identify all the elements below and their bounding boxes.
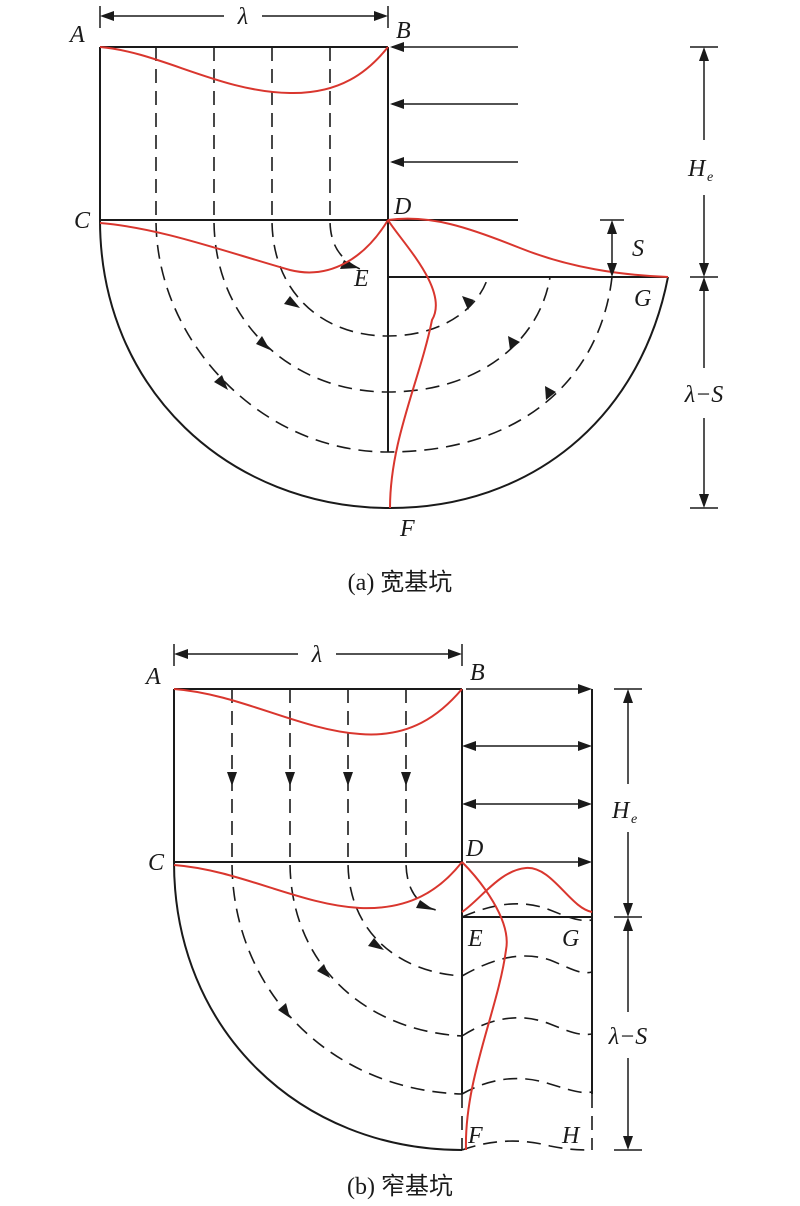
pit-outline-b <box>173 688 593 1151</box>
point-c-b: C <box>148 850 165 876</box>
he-label-a: H <box>687 156 707 182</box>
caption-b: (b) 窄基坑 <box>347 1173 453 1200</box>
dim-s-a: S <box>600 219 644 277</box>
point-e-a: E <box>353 266 369 292</box>
point-f-b: F <box>467 1123 483 1149</box>
lambda-s-label-a: λ−S <box>684 382 724 408</box>
point-d-a: D <box>393 194 411 220</box>
lambda-s-label-b: λ−S <box>608 1024 648 1050</box>
dim-lambda-a: λ <box>99 4 389 30</box>
dim-lambda-b: λ <box>173 642 463 668</box>
s-label-a: S <box>632 236 644 262</box>
point-a-a: A <box>68 22 85 48</box>
point-d-b: D <box>465 836 483 862</box>
point-b-b: B <box>470 660 485 686</box>
point-e-b: E <box>467 926 483 952</box>
point-h-b: H <box>561 1123 581 1149</box>
lambda-label-a: λ <box>237 4 248 30</box>
lateral-arrows-a <box>390 42 518 167</box>
point-b-a: B <box>396 18 411 44</box>
red-curves-a <box>99 46 669 509</box>
dim-right-b: H e λ−S <box>608 688 648 1151</box>
flow-lines-b <box>227 689 593 1151</box>
he-label-b: H <box>611 798 631 824</box>
lambda-label-b: λ <box>311 642 322 668</box>
he-sub-a: e <box>707 170 713 185</box>
dim-right-a: H e λ−S <box>684 46 724 509</box>
figure-b: λ <box>144 642 647 1200</box>
point-c-a: C <box>74 208 91 234</box>
point-f-a: F <box>399 516 415 542</box>
figure-a: λ <box>68 4 723 596</box>
caption-a: (a) 宽基坑 <box>348 569 453 596</box>
lateral-arrows-b <box>462 684 592 867</box>
point-g-a: G <box>634 286 651 312</box>
pit-outline-a <box>99 46 669 510</box>
he-sub-b: e <box>631 812 637 827</box>
flow-lines-a <box>155 47 613 453</box>
point-g-b: G <box>562 926 579 952</box>
point-labels-a: A B C D E G F <box>68 18 651 542</box>
point-labels-b: A B C D E G F H <box>144 660 581 1149</box>
point-a-b: A <box>144 664 161 690</box>
red-curves-b <box>173 688 593 1151</box>
